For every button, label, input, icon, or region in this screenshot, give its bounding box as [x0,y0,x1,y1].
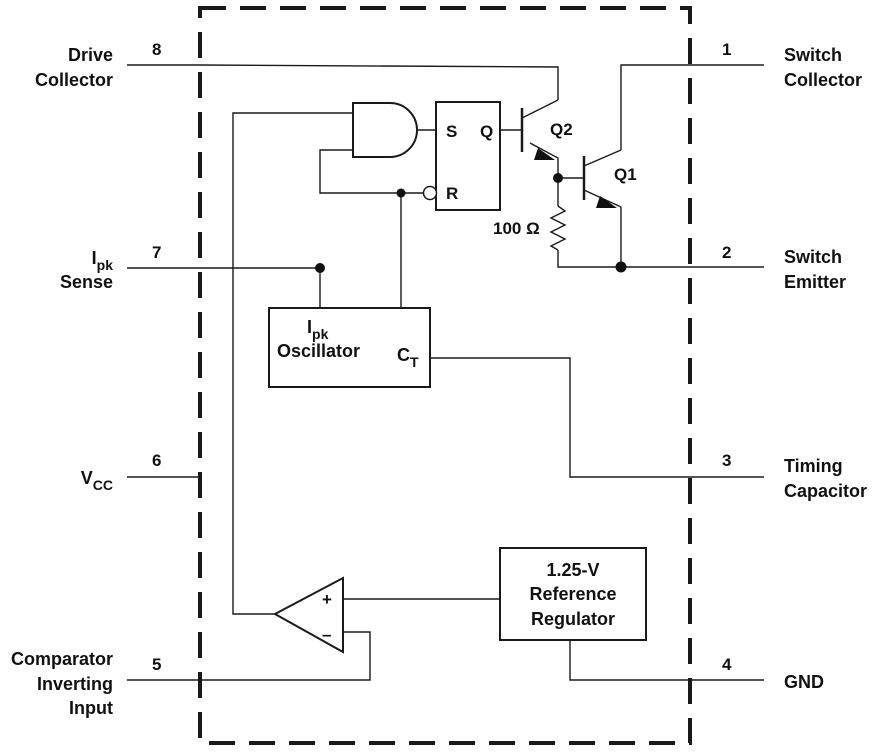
oscillator-label-line2: Oscillator [277,341,360,361]
wire-feedback-loop [319,149,423,194]
pin-5-label-line2: Inverting [37,674,113,694]
reference-label-line3: Regulator [531,609,615,629]
wire-comparator-to-and [232,112,353,615]
comparator-triangle [272,576,344,654]
pin-7-ipk-sense: 7 Ipk Sense [60,243,200,292]
wire-q2-emitter [529,142,559,178]
junction-ipk-sense [315,263,325,273]
pin-1-number: 1 [722,40,731,59]
pin-7-label-line1: Ipk [92,248,114,273]
resistor-label: 100 Ω [493,219,540,238]
junction-q1-base [553,173,563,183]
pin-8-label-line2: Collector [35,70,113,90]
junction-r-feedback [396,188,406,198]
reference-label-line1: 1.25-V [546,560,599,580]
pin-8-label-line1: Drive [68,45,113,65]
pin-4-gnd: 4 GND [690,655,824,692]
wire-resistor-bottom [557,250,690,268]
pin-1-label-line2: Collector [784,70,862,90]
pin-8-drive-collector: 8 Drive Collector [35,40,200,90]
wire-reference-to-gnd [569,640,690,681]
pin-5-number: 5 [152,655,161,674]
q2-emitter-arrow [534,148,555,160]
sr-latch [435,101,501,211]
q2-label: Q2 [550,120,573,139]
pin-2-label-line1: Switch [784,247,842,267]
q1-emitter-arrow [596,196,617,208]
latch-r-label: R [446,184,458,203]
pin-2-label-line2: Emitter [784,272,846,292]
transistor-q2: Q2 [520,99,573,160]
pin-7-number: 7 [152,243,161,262]
package-outline [198,6,692,745]
pin-3-label-line1: Timing [784,456,843,476]
wire-minus-to-pin5 [200,631,371,681]
resistor-100-ohm [549,205,567,251]
pin-6-vcc: 6 VCC [81,451,200,493]
pin-6-label: VCC [81,468,113,493]
q2-collector [521,99,559,119]
oscillator-ct-label: CT [397,345,419,370]
pin-2-number: 2 [722,243,731,262]
pin-1-switch-collector: 1 Switch Collector [690,40,862,90]
junction-switch-emitter [615,261,627,273]
pin-4-number: 4 [722,655,732,674]
pin-1-label-line1: Switch [784,45,842,65]
latch-q-label: Q [480,122,493,141]
pin-3-timing-capacitor: 3 Timing Capacitor [690,451,867,501]
comparator-plus-label: + [322,590,332,609]
pin-3-label-line2: Capacitor [784,481,867,501]
latch-s-label: S [446,122,457,141]
pin-7-label-line2: Sense [60,272,113,292]
q1-collector [583,149,622,167]
comparator-minus-label: – [322,625,331,644]
wire-ipk-sense [200,267,321,308]
pin-4-label: GND [784,672,824,692]
pin-5-comparator-input: 5 Comparator Inverting Input [11,649,200,718]
comparator: + – [272,576,344,654]
wire-drive-collector [199,64,559,100]
pin-8-number: 8 [152,40,161,59]
reference-label-line2: Reference [529,584,616,604]
latch-r-inversion-bubble [422,185,438,201]
oscillator-label-line1: Ipk [307,317,329,342]
and-gate [352,102,418,158]
pin-5-label-line3: Input [69,698,113,718]
transistor-q1: Q1 [582,149,637,208]
pin-3-number: 3 [722,451,731,470]
wire-ct-timing [430,357,690,478]
pin-5-label-line1: Comparator [11,649,113,669]
pin-2-switch-emitter: 2 Switch Emitter [690,243,846,292]
pin-6-number: 6 [152,451,161,470]
q1-label: Q1 [614,165,637,184]
ipk-oscillator-block [268,307,431,388]
reference-regulator-block [499,547,647,641]
wire-switch-collector [620,64,690,150]
